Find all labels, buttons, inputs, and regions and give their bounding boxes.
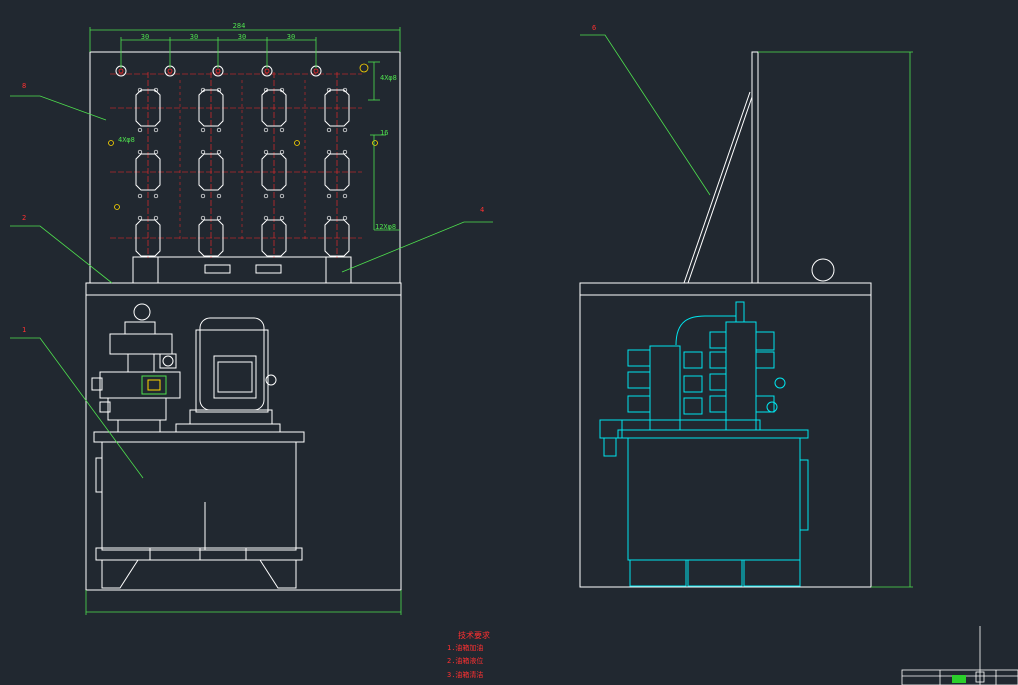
side-hydraulic-assembly [599, 301, 809, 587]
fitting-core [167, 68, 173, 74]
note-dim-16: 16 [380, 129, 388, 137]
mounting-hole [263, 127, 269, 133]
mounting-hole [326, 87, 332, 93]
balloon-8: 8 [22, 82, 26, 90]
mounting-hole [153, 215, 159, 221]
panel-cutout [135, 153, 161, 191]
mounting-hole [137, 193, 143, 199]
note-hole-12x: 12Xφ8 [375, 223, 396, 231]
balloon-1: 1 [22, 326, 26, 334]
marker-hole [294, 140, 300, 146]
mounting-hole [200, 149, 206, 155]
panel-cutout [324, 219, 350, 257]
mounting-hole [216, 127, 222, 133]
front-leaders [10, 95, 493, 479]
notes-item-3: 3.油箱清洁 [447, 670, 483, 679]
front-view [85, 51, 402, 591]
mounting-hole [279, 215, 285, 221]
mounting-hole [137, 127, 143, 133]
mounting-hole [279, 127, 285, 133]
mounting-hole [326, 149, 332, 155]
side-dimensions [580, 34, 913, 588]
gauge-port [359, 63, 369, 73]
mounting-hole [216, 149, 222, 155]
dim-spacing-4: 30 [287, 33, 295, 41]
dim-spacing-3: 30 [238, 33, 246, 41]
panel-foot-mid2 [255, 264, 282, 274]
mounting-hole [216, 87, 222, 93]
panel-hole-pattern [108, 72, 378, 258]
fitting-core [264, 68, 270, 74]
balloon-6: 6 [592, 24, 596, 32]
side-cabinet [579, 294, 872, 588]
mounting-hole [263, 193, 269, 199]
mounting-hole [342, 127, 348, 133]
mounting-hole [263, 87, 269, 93]
mounting-hole [263, 215, 269, 221]
dim-overall-width: 284 [233, 22, 246, 30]
side-view [579, 51, 872, 588]
side-panel-post [751, 51, 759, 284]
mounting-hole [342, 193, 348, 199]
panel-cutout [135, 219, 161, 257]
panel-cutout [198, 153, 224, 191]
marker-hole [108, 140, 114, 146]
dim-spacing-2: 30 [190, 33, 198, 41]
mounting-hole [216, 215, 222, 221]
balloon-4: 4 [480, 206, 484, 214]
notes-item-1: 1.油箱加油 [447, 643, 483, 652]
hydraulic-tank [93, 431, 305, 443]
title-block [901, 626, 1018, 685]
note-hole-top: 4Xφ8 [380, 74, 397, 82]
mounting-hole [153, 87, 159, 93]
mounting-hole [342, 149, 348, 155]
tank-top-plate [85, 282, 402, 296]
mounting-hole [342, 87, 348, 93]
panel-foot-left [132, 256, 159, 284]
mounting-hole [137, 215, 143, 221]
mounting-hole [279, 193, 285, 199]
note-hole-left: 4Xφ8 [118, 136, 135, 144]
balloon-2: 2 [22, 214, 26, 222]
panel-cutout [198, 219, 224, 257]
mounting-hole [137, 149, 143, 155]
mounting-hole [263, 149, 269, 155]
dim-spacing-1: 30 [141, 33, 149, 41]
mounting-hole [153, 127, 159, 133]
marker-hole [372, 140, 378, 146]
electric-motor [175, 317, 281, 433]
mounting-hole [200, 127, 206, 133]
mounting-hole [326, 127, 332, 133]
fitting-core [215, 68, 221, 74]
mounting-hole [279, 87, 285, 93]
mounting-hole [137, 87, 143, 93]
mounting-hole [326, 215, 332, 221]
front-dimensions [85, 27, 402, 615]
mounting-hole [279, 149, 285, 155]
side-top-plate [579, 282, 872, 296]
mounting-hole [200, 193, 206, 199]
panel-cutout [324, 153, 350, 191]
notes-title: 技术要求 [458, 630, 490, 640]
fitting-core [313, 68, 319, 74]
mounting-hole [153, 149, 159, 155]
cabinet-body [85, 294, 402, 591]
panel-cutout [261, 153, 287, 191]
mounting-hole [200, 87, 206, 93]
mounting-hole [326, 193, 332, 199]
fitting-core [118, 68, 124, 74]
panel-foot-mid [204, 264, 231, 274]
notes-item-2: 2.油箱液位 [447, 656, 483, 665]
mounting-hole [200, 215, 206, 221]
mounting-hole [342, 215, 348, 221]
valve-stack-front [91, 303, 181, 433]
marker-hole [114, 204, 120, 210]
mounting-hole [216, 193, 222, 199]
mounting-hole [153, 193, 159, 199]
panel-cutout [261, 219, 287, 257]
